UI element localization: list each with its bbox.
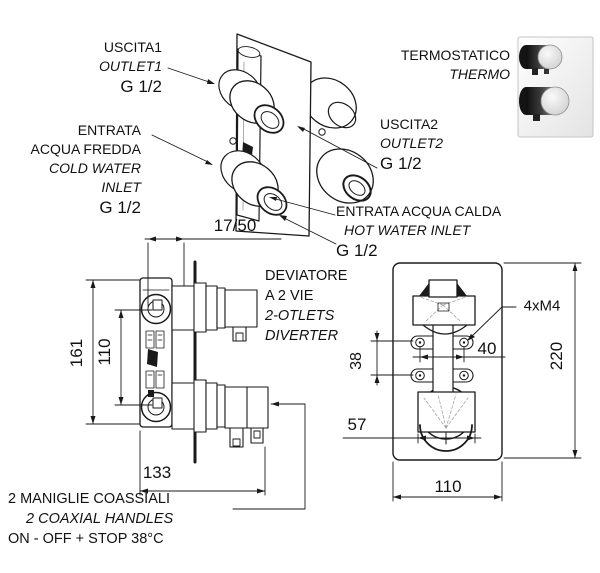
- thermo-product-photo: [514, 28, 598, 144]
- handles-mode: ON - OFF + STOP 38°C: [8, 531, 164, 547]
- bottom-valve-hidden-lines: [423, 393, 469, 429]
- dim-110-side: [114, 309, 153, 406]
- dim-label-ports-distance: 110: [95, 338, 114, 366]
- dim-110-front: [392, 461, 503, 502]
- cold-inlet-english-1: COLD WATER: [48, 160, 141, 176]
- callout-outlet2: USCITA2 OUTLET2 G 1/2: [380, 115, 443, 175]
- dim-220: [503, 262, 582, 459]
- dim-57: [342, 433, 482, 444]
- dim-label-wall-depth: 17/50: [213, 216, 257, 235]
- hot-inlet-english: HOT WATER INLET: [344, 222, 471, 238]
- handles-italian: 2 MANIGLIE COASSIALI: [8, 491, 170, 507]
- cold-inlet-italian-1: ENTRATA: [77, 122, 141, 138]
- dim-label-body-height: 161: [67, 338, 86, 368]
- diverter-italian-1: DEVIATORE: [265, 268, 348, 284]
- dim-40: [412, 346, 506, 363]
- callout-outlet1: USCITA1 OUTLET1 G 1/2: [0, 38, 162, 98]
- dim-label-plate-height: 220: [547, 341, 566, 371]
- callout-hot-inlet: ENTRATA ACQUA CALDA HOT WATER INLET G 1/…: [336, 202, 501, 262]
- upper-handle-side: [171, 282, 258, 342]
- front-view: [342, 262, 582, 502]
- hot-inlet-italian: ENTRATA ACQUA CALDA: [336, 203, 502, 219]
- dim-17-50: [144, 236, 282, 307]
- cartridge-detail: [145, 330, 165, 397]
- screws-leader: [467, 306, 517, 341]
- lower-handle-side: [171, 379, 269, 448]
- outlet1-thread-size: G 1/2: [120, 77, 162, 96]
- dim-label-screw-spacing-v: 38: [348, 352, 365, 370]
- isometric-view: [151, 33, 378, 245]
- diverter-italian-2: A 2 VIE: [265, 288, 314, 304]
- cold-inlet-italian-2: ACQUA FREDDA: [30, 141, 141, 157]
- dim-label-valve-width: 57: [347, 415, 367, 434]
- top-valve-hidden-lines: [419, 296, 467, 323]
- handles-leader: [232, 401, 306, 510]
- cold-inlet-english-2: INLET: [101, 179, 141, 195]
- handles-english: 2 COAXIAL HANDLES: [26, 511, 174, 527]
- callout-cold-inlet: ENTRATA ACQUA FREDDA COLD WATER INLET G …: [0, 121, 141, 219]
- hot-inlet-thread-size: G 1/2: [336, 241, 378, 260]
- side-view: [85, 236, 306, 510]
- outlet2-italian: USCITA2: [380, 116, 439, 132]
- iso-leader-lines: [151, 67, 378, 245]
- thermo-italian: TERMOSTATICO: [400, 47, 510, 63]
- diverter-english-1: 2-OTLETS: [265, 308, 335, 324]
- dim-38: [370, 330, 414, 386]
- dim-label-screws: 4xM4: [523, 297, 561, 315]
- callout-handles: 2 MANIGLIE COASSIALI 2 COAXIAL HANDLES O…: [8, 489, 173, 549]
- thermo-english: THERMO: [449, 66, 510, 82]
- dim-label-body-width: 133: [142, 463, 172, 482]
- dim-label-screw-spacing-h: 40: [477, 339, 497, 358]
- outlet2-thread-size: G 1/2: [380, 154, 422, 173]
- outlet1-english: OUTLET1: [98, 58, 162, 74]
- dim-161: [85, 279, 141, 425]
- dim-133: [139, 430, 266, 496]
- cold-inlet-thread-size: G 1/2: [99, 198, 141, 217]
- thermo-photo-art: [517, 36, 594, 138]
- diverter-english-2: DIVERTER: [265, 328, 339, 344]
- callout-thermo: TERMOSTATICO THERMO: [350, 46, 510, 84]
- outlet1-italian: USCITA1: [103, 39, 162, 55]
- dim-label-plate-width: 110: [434, 477, 462, 496]
- callout-diverter: DEVIATORE A 2 VIE 2-OTLETS DIVERTER: [265, 266, 347, 346]
- outlet2-english: OUTLET2: [380, 135, 444, 151]
